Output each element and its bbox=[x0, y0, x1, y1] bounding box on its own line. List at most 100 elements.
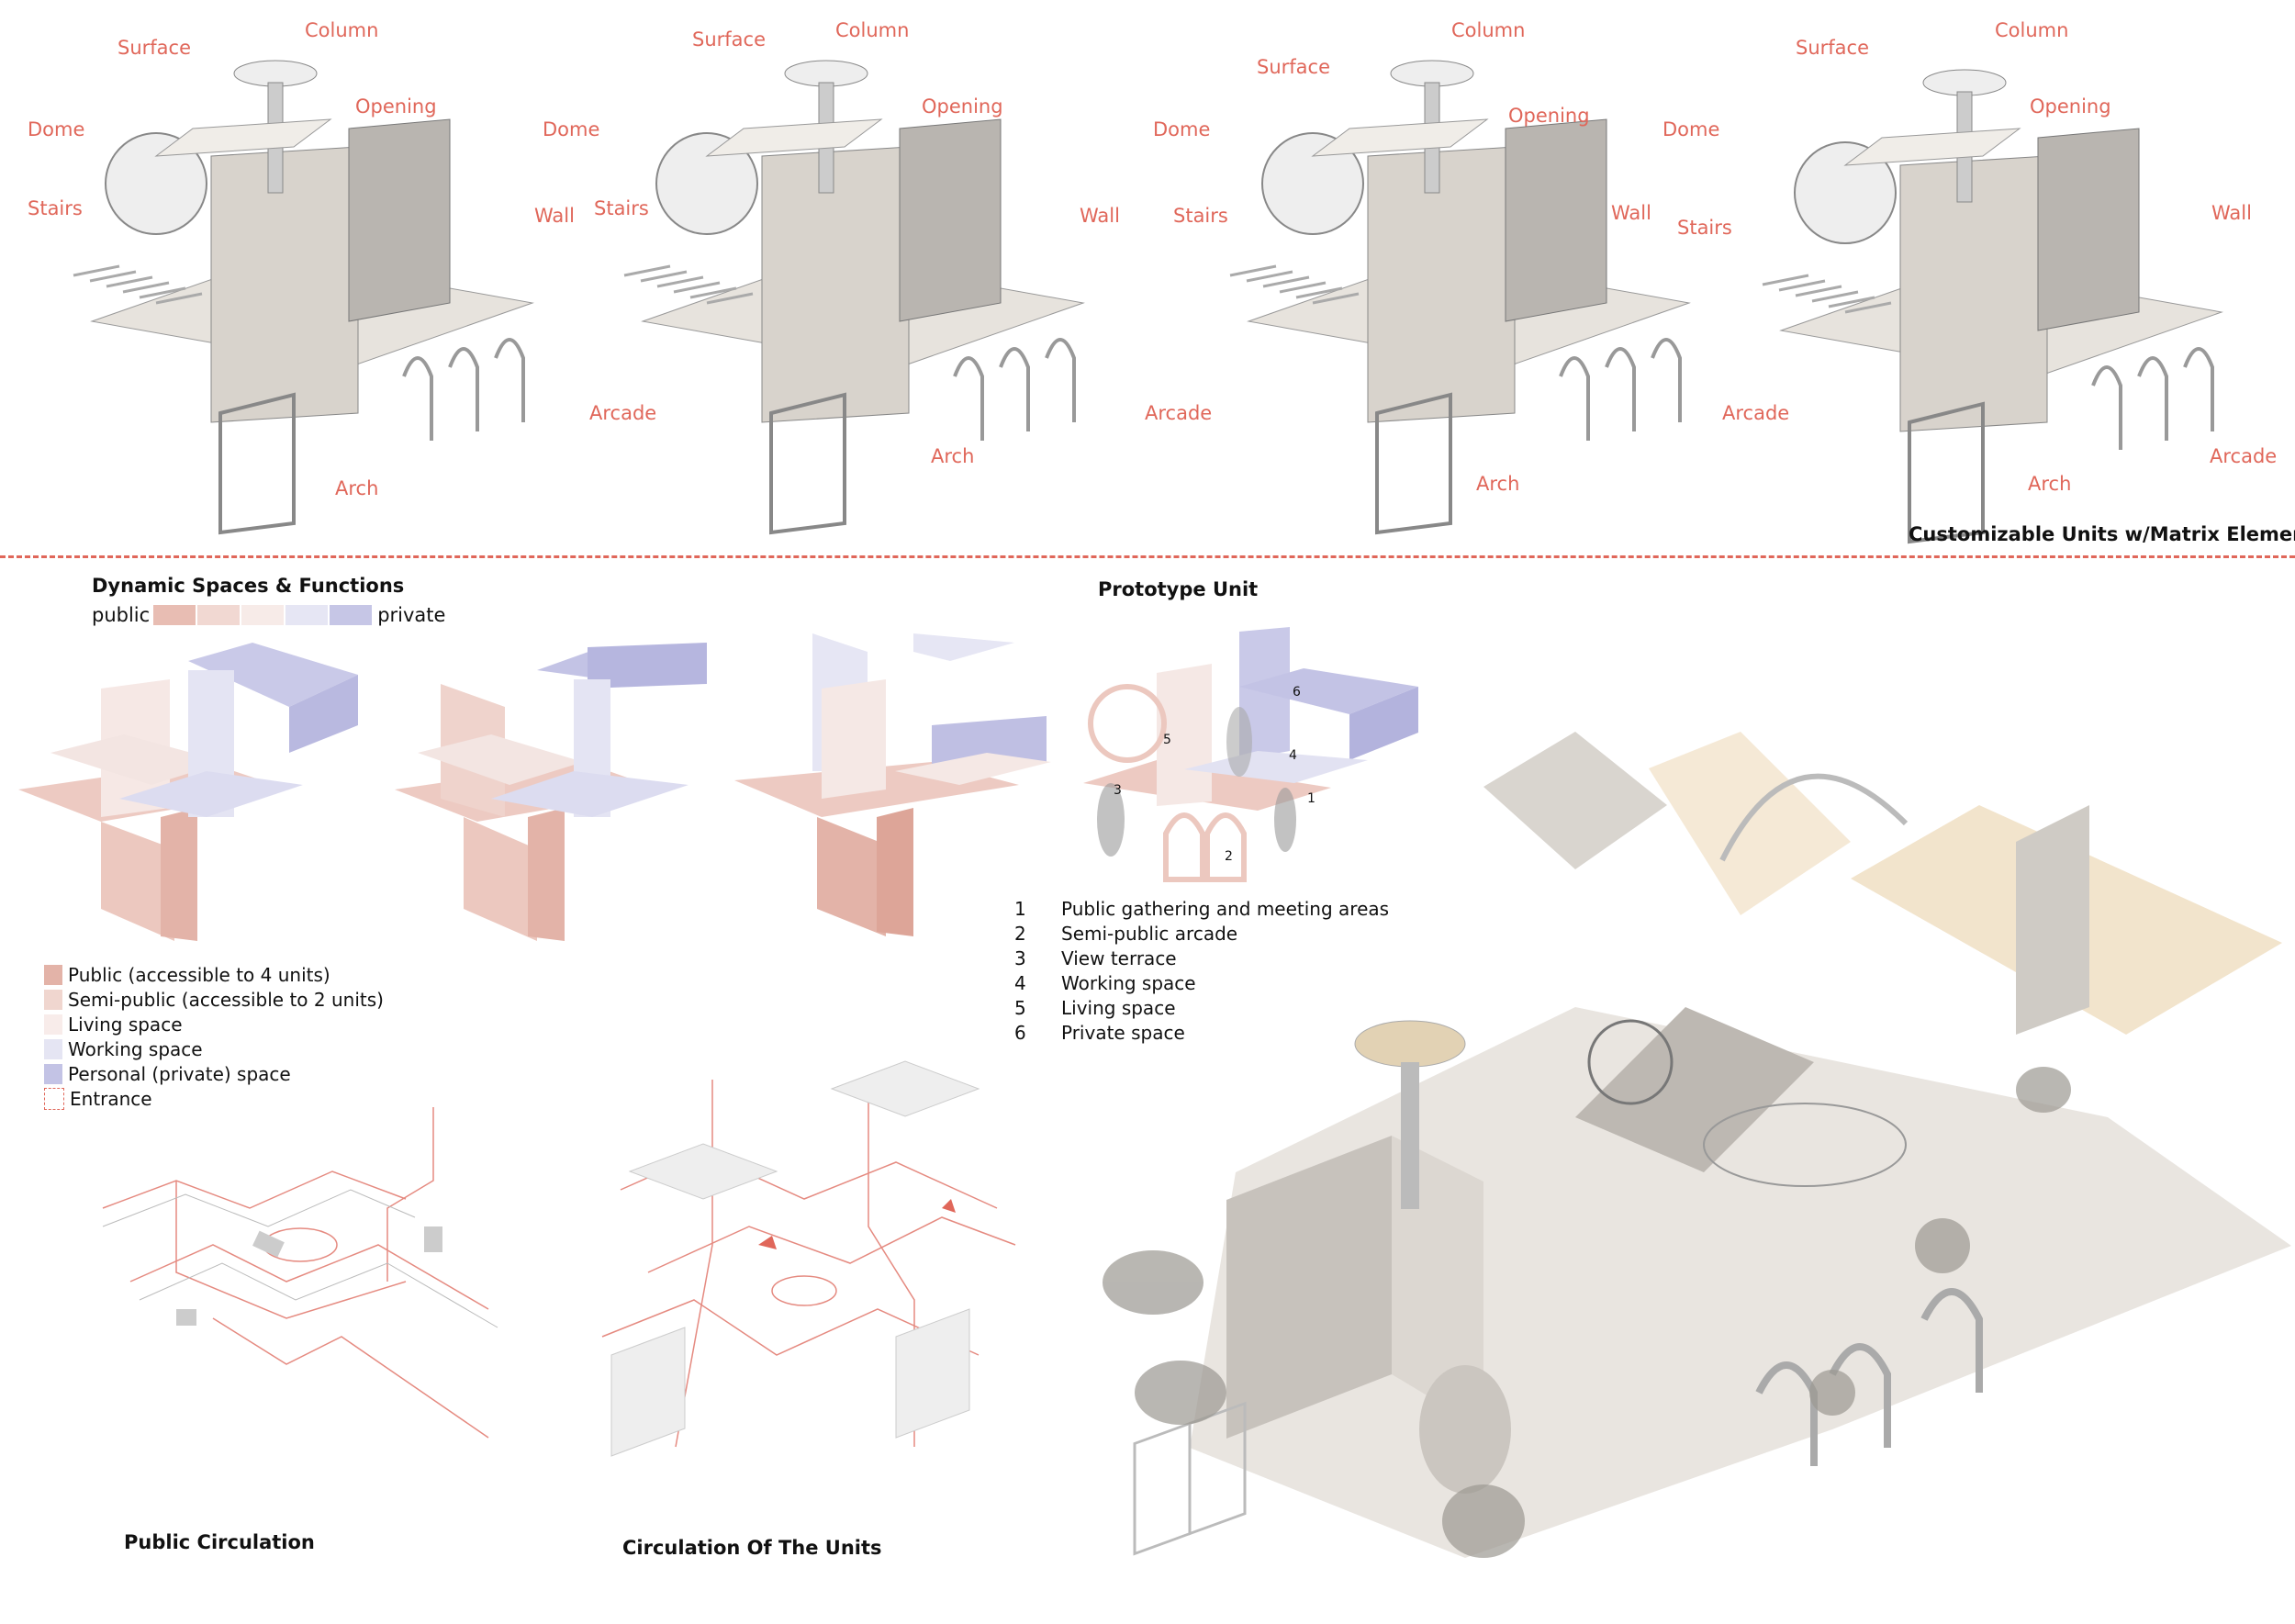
unit-1-label-arcade: Arcade bbox=[589, 402, 657, 424]
unit-3-drawing bbox=[1229, 60, 1691, 535]
prototype-list-item: 1 Public gathering and meeting areas bbox=[1014, 898, 1389, 920]
prototype-list-item: 3 View terrace bbox=[1014, 947, 1177, 969]
unit-3-label-stairs: Stairs bbox=[1173, 205, 1228, 227]
prototype-list-item: 5 Living space bbox=[1014, 997, 1176, 1019]
item-number: 1 bbox=[1014, 898, 1026, 920]
unit-3-label-arch: Arch bbox=[1476, 473, 1520, 495]
unit-2-drawing bbox=[623, 60, 1085, 535]
legend-label: Entrance bbox=[70, 1088, 152, 1110]
unit-2-label-arcade: Arcade bbox=[1145, 402, 1213, 424]
legend-label: Personal (private) space bbox=[68, 1063, 291, 1085]
assembled-axonometric-drawing bbox=[1103, 732, 2291, 1558]
unit-2-label-wall: Wall bbox=[1080, 205, 1120, 227]
prototype-title: Prototype Unit bbox=[1098, 578, 1259, 600]
legend-swatch bbox=[44, 1039, 62, 1059]
item-number: 3 bbox=[1014, 947, 1026, 969]
legend-swatch bbox=[44, 1064, 62, 1084]
item-number: 4 bbox=[1014, 972, 1026, 994]
massing-3 bbox=[734, 633, 1051, 936]
item-label: Private space bbox=[1061, 1022, 1185, 1044]
unit-4-label-dome: Dome bbox=[1662, 118, 1720, 140]
item-label: View terrace bbox=[1061, 947, 1177, 969]
unit-4-label-opening: Opening bbox=[2030, 95, 2111, 118]
scale-swatch bbox=[285, 605, 329, 625]
item-number: 6 bbox=[1014, 1022, 1026, 1044]
unit-3-label-dome: Dome bbox=[1153, 118, 1211, 140]
unit-2-label-dome: Dome bbox=[543, 118, 600, 140]
legend-swatch bbox=[44, 990, 62, 1010]
scale-swatch bbox=[197, 605, 241, 625]
unit-1-label-opening: Opening bbox=[355, 95, 437, 118]
unit-4-label-arcade: Arcade bbox=[2210, 445, 2278, 467]
item-number: 5 bbox=[1014, 997, 1026, 1019]
legend-label: Working space bbox=[68, 1038, 203, 1060]
item-label: Working space bbox=[1061, 972, 1196, 994]
unit-1-label-column: Column bbox=[305, 19, 379, 41]
item-label: Living space bbox=[1061, 997, 1176, 1019]
unit-4-label-stairs: Stairs bbox=[1677, 217, 1732, 239]
top-caption: Customizable Units w/Matrix Elements bbox=[1909, 523, 2295, 545]
legend-label: Public (accessible to 4 units) bbox=[68, 964, 330, 986]
unit-2-label-opening: Opening bbox=[922, 95, 1003, 118]
units-circulation-diagram bbox=[601, 1060, 1016, 1457]
item-label: Semi-public arcade bbox=[1061, 923, 1238, 945]
unit-1-label-stairs: Stairs bbox=[28, 197, 83, 219]
public-private-scale: public private bbox=[92, 604, 445, 626]
unit-3-label-wall: Wall bbox=[1611, 202, 1651, 224]
item-label: Public gathering and meeting areas bbox=[1061, 898, 1390, 920]
item-number: 2 bbox=[1014, 923, 1026, 945]
unit-2-label-arch: Arch bbox=[931, 445, 975, 467]
unit-4-label-column: Column bbox=[1995, 19, 2069, 41]
prototype-list-item: 6 Private space bbox=[1014, 1022, 1185, 1044]
unit-1-drawing bbox=[73, 60, 534, 535]
unit-1-label-wall: Wall bbox=[534, 205, 575, 227]
prototype-marker-3: 3 bbox=[1114, 783, 1122, 798]
massing-1 bbox=[18, 643, 358, 941]
public-circulation-title: Public Circulation bbox=[124, 1531, 315, 1553]
prototype-marker-6: 6 bbox=[1293, 685, 1301, 700]
prototype-marker-1: 1 bbox=[1307, 791, 1315, 806]
units-circulation-title: Circulation Of The Units bbox=[622, 1537, 882, 1559]
unit-4-label-wall: Wall bbox=[2211, 202, 2252, 224]
unit-2-label-surface: Surface bbox=[692, 28, 767, 50]
legend-swatch bbox=[44, 1088, 64, 1110]
unit-3-label-opening: Opening bbox=[1508, 105, 1590, 127]
legend-label: Living space bbox=[68, 1014, 183, 1036]
legend-item: Personal (private) space bbox=[44, 1063, 291, 1085]
legend-swatch bbox=[44, 965, 62, 985]
massing-diagrams bbox=[18, 633, 1051, 941]
massing-2 bbox=[395, 643, 707, 941]
unit-1-label-surface: Surface bbox=[118, 37, 192, 59]
unit-4-label-arch: Arch bbox=[2028, 473, 2072, 495]
unit-3-label-arcade: Arcade bbox=[1722, 402, 1790, 424]
scale-swatch bbox=[330, 605, 373, 625]
unit-4-drawing bbox=[1762, 69, 2223, 544]
unit-1-label-dome: Dome bbox=[28, 118, 85, 140]
legend-label: Semi-public (accessible to 2 units) bbox=[68, 989, 384, 1011]
prototype-list-item: 2 Semi-public arcade bbox=[1014, 923, 1237, 945]
unit-3-label-column: Column bbox=[1451, 19, 1526, 41]
unit-2-label-stairs: Stairs bbox=[594, 197, 649, 219]
scale-swatch bbox=[153, 605, 196, 625]
public-circulation-diagram bbox=[102, 1107, 498, 1439]
unit-1-label-arch: Arch bbox=[335, 477, 379, 499]
prototype-marker-2: 2 bbox=[1225, 849, 1233, 864]
prototype-list-item: 4 Working space bbox=[1014, 972, 1196, 994]
legend-item: Entrance bbox=[44, 1088, 152, 1110]
section-divider bbox=[0, 555, 2295, 558]
unit-4-label-surface: Surface bbox=[1796, 37, 1870, 59]
legend-item: Working space bbox=[44, 1038, 203, 1060]
scale-right-label: private bbox=[377, 604, 446, 626]
dynamic-spaces-title: Dynamic Spaces & Functions bbox=[92, 575, 405, 597]
prototype-marker-5: 5 bbox=[1163, 733, 1171, 747]
unit-3-label-surface: Surface bbox=[1257, 56, 1331, 78]
legend-item: Semi-public (accessible to 2 units) bbox=[44, 989, 384, 1011]
legend-swatch bbox=[44, 1014, 62, 1035]
scale-left-label: public bbox=[92, 604, 151, 626]
legend-item: Living space bbox=[44, 1014, 183, 1036]
prototype-marker-4: 4 bbox=[1289, 748, 1297, 763]
prototype-unit-drawing bbox=[1083, 627, 1418, 882]
unit-2-label-column: Column bbox=[835, 19, 910, 41]
legend-item: Public (accessible to 4 units) bbox=[44, 964, 330, 986]
scale-swatch bbox=[241, 605, 285, 625]
